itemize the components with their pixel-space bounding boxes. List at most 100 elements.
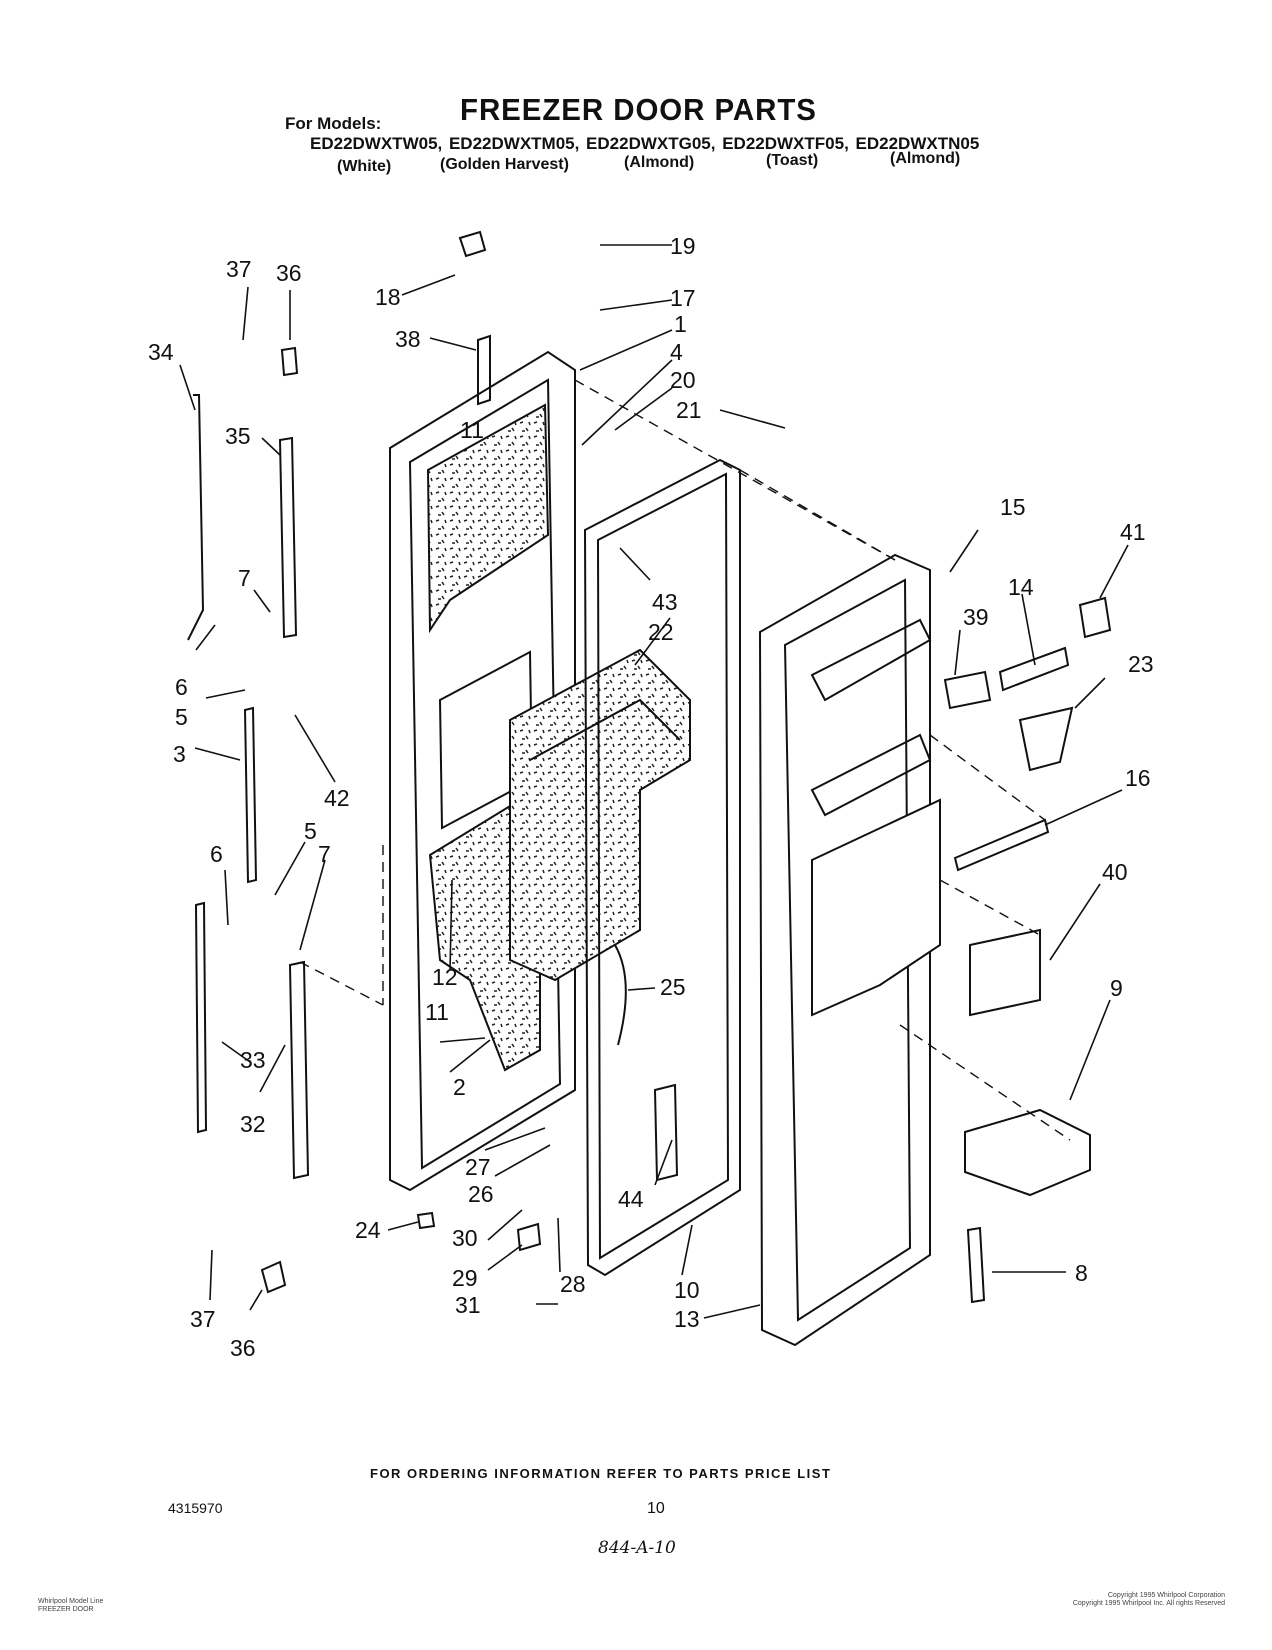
callout-19: 19 (670, 233, 696, 259)
callout-34: 34 (148, 339, 174, 365)
callout-36: 36 (276, 260, 302, 286)
door-gasket-inner (596, 472, 730, 1260)
callout-44: 44 (618, 1186, 644, 1212)
callout-14: 14 (1008, 574, 1034, 600)
part-34-rod (187, 394, 205, 641)
ice-chute-housing (509, 648, 691, 982)
callout-13: 13 (674, 1306, 700, 1332)
callout-41: 40 (1102, 859, 1128, 885)
callout-21: 21 (676, 397, 702, 423)
callout-39: 39 (963, 604, 989, 630)
callout-17: 17 (670, 285, 696, 311)
door-liner-rail (477, 334, 491, 406)
fine-print-right: Copyright 1995 Whirlpool Corporation Cop… (1072, 1592, 1225, 1607)
callout-29: 29 (452, 1265, 478, 1291)
callout-6: 6 (175, 674, 188, 700)
callout-5b: 5 (304, 818, 317, 844)
part-8-hinge (966, 1226, 986, 1304)
callout-5: 5 (175, 704, 188, 730)
door-liner-inner (408, 378, 562, 1170)
part-40-bracket (1078, 596, 1112, 639)
leader-lines (179, 244, 1129, 1319)
callout-2: 2 (453, 1074, 466, 1100)
callout-15: 15 (1000, 494, 1026, 520)
callout-22: 22 (648, 619, 674, 645)
callout-26: 26 (468, 1181, 494, 1207)
callout-35: 35 (225, 423, 251, 449)
callout-20: 20 (670, 367, 696, 393)
model-color-toast: (Toast) (766, 152, 819, 169)
callout-23: 23 (1128, 651, 1154, 677)
handwritten-code: 844-A-10 (598, 1538, 676, 1558)
part-18-clip (458, 230, 487, 258)
callout-36b: 36 (230, 1335, 256, 1361)
callout-11: 11 (460, 417, 484, 443)
callout-11b: 11 (425, 999, 449, 1025)
callout-30: 30 (452, 1225, 478, 1251)
callout-40: 41 (1120, 519, 1146, 545)
part-shapes (187, 230, 1112, 1347)
callout-1: 1 (674, 311, 687, 337)
page-title: FREEZER DOOR PARTS (460, 92, 817, 127)
callout-4: 4 (670, 339, 683, 365)
part-29-bracket (516, 1222, 542, 1252)
callout-37: 37 (226, 256, 252, 282)
callout-24: 24 (355, 1217, 381, 1243)
part-9-tray (964, 1108, 1091, 1197)
callout-38: 38 (395, 326, 421, 352)
door-insulation-upper (426, 403, 550, 634)
model-color-golden-harvest: (Golden Harvest) (440, 156, 569, 173)
callout-8: 8 (1075, 1260, 1088, 1286)
part-16-strip (953, 818, 1050, 872)
dispenser-upper-shelf (810, 618, 932, 702)
callout-12: 12 (432, 964, 458, 990)
part-32-channel (288, 960, 310, 1180)
page-number: 10 (647, 1500, 665, 1517)
callout-27: 27 (465, 1154, 491, 1180)
callout-9: 9 (1110, 975, 1123, 1001)
part-44-bar (653, 1083, 679, 1182)
callout-28: 28 (560, 1271, 586, 1297)
callout-32: 32 (240, 1111, 266, 1137)
part-33-rod (194, 901, 208, 1134)
dispenser-lower-shelf (810, 733, 932, 817)
ice-chute-top (529, 698, 681, 761)
part-3-rod (243, 706, 258, 884)
door-gasket (583, 458, 741, 1277)
callout-numbers: 37 36 34 35 7 6 5 3 42 5 6 7 33 32 37 36… (148, 233, 1154, 1361)
part-35-channel (278, 436, 298, 639)
callout-6b: 6 (210, 841, 223, 867)
part-14-rail (998, 646, 1070, 692)
document-number: 4315970 (168, 1500, 223, 1516)
callout-7: 7 (238, 565, 251, 591)
dispenser-chute-cover (811, 798, 941, 1017)
callout-3: 3 (173, 741, 186, 767)
part-41-plate (969, 928, 1041, 1017)
callout-31: 31 (455, 1292, 481, 1318)
part-36-hinge-top (280, 346, 299, 377)
callout-43: 43 (652, 589, 678, 615)
callout-33: 33 (240, 1047, 266, 1073)
ordering-note: FOR ORDERING INFORMATION REFER TO PARTS … (370, 1466, 832, 1481)
model-color-almond: (Almond) (624, 154, 695, 171)
callout-37b: 37 (190, 1306, 216, 1332)
alignment-lines (299, 379, 1071, 1141)
for-models-label: For Models: (285, 114, 382, 133)
callout-18: 18 (375, 284, 401, 310)
model-color-white: (White) (337, 158, 392, 175)
callout-10: 10 (674, 1277, 700, 1303)
part-25-handle (614, 944, 627, 1046)
part-23-funnel (1018, 706, 1074, 772)
part-36-hinge-bottom (260, 1260, 287, 1294)
model-numbers: ED22DWXTW05, ED22DWXTM05, ED22DWXTG05, E… (310, 134, 980, 153)
fine-print-left: Whirlpool Model Line FREEZER DOOR (38, 1598, 104, 1613)
callout-7b: 7 (318, 841, 331, 867)
part-24-bumper (416, 1211, 436, 1230)
callout-25: 25 (660, 974, 686, 1000)
part-39-pad (943, 670, 992, 710)
callout-16: 16 (1125, 765, 1151, 791)
outer-door-recess (783, 578, 912, 1322)
model-color-almond-2: (Almond) (890, 150, 961, 167)
callout-42: 42 (324, 785, 350, 811)
